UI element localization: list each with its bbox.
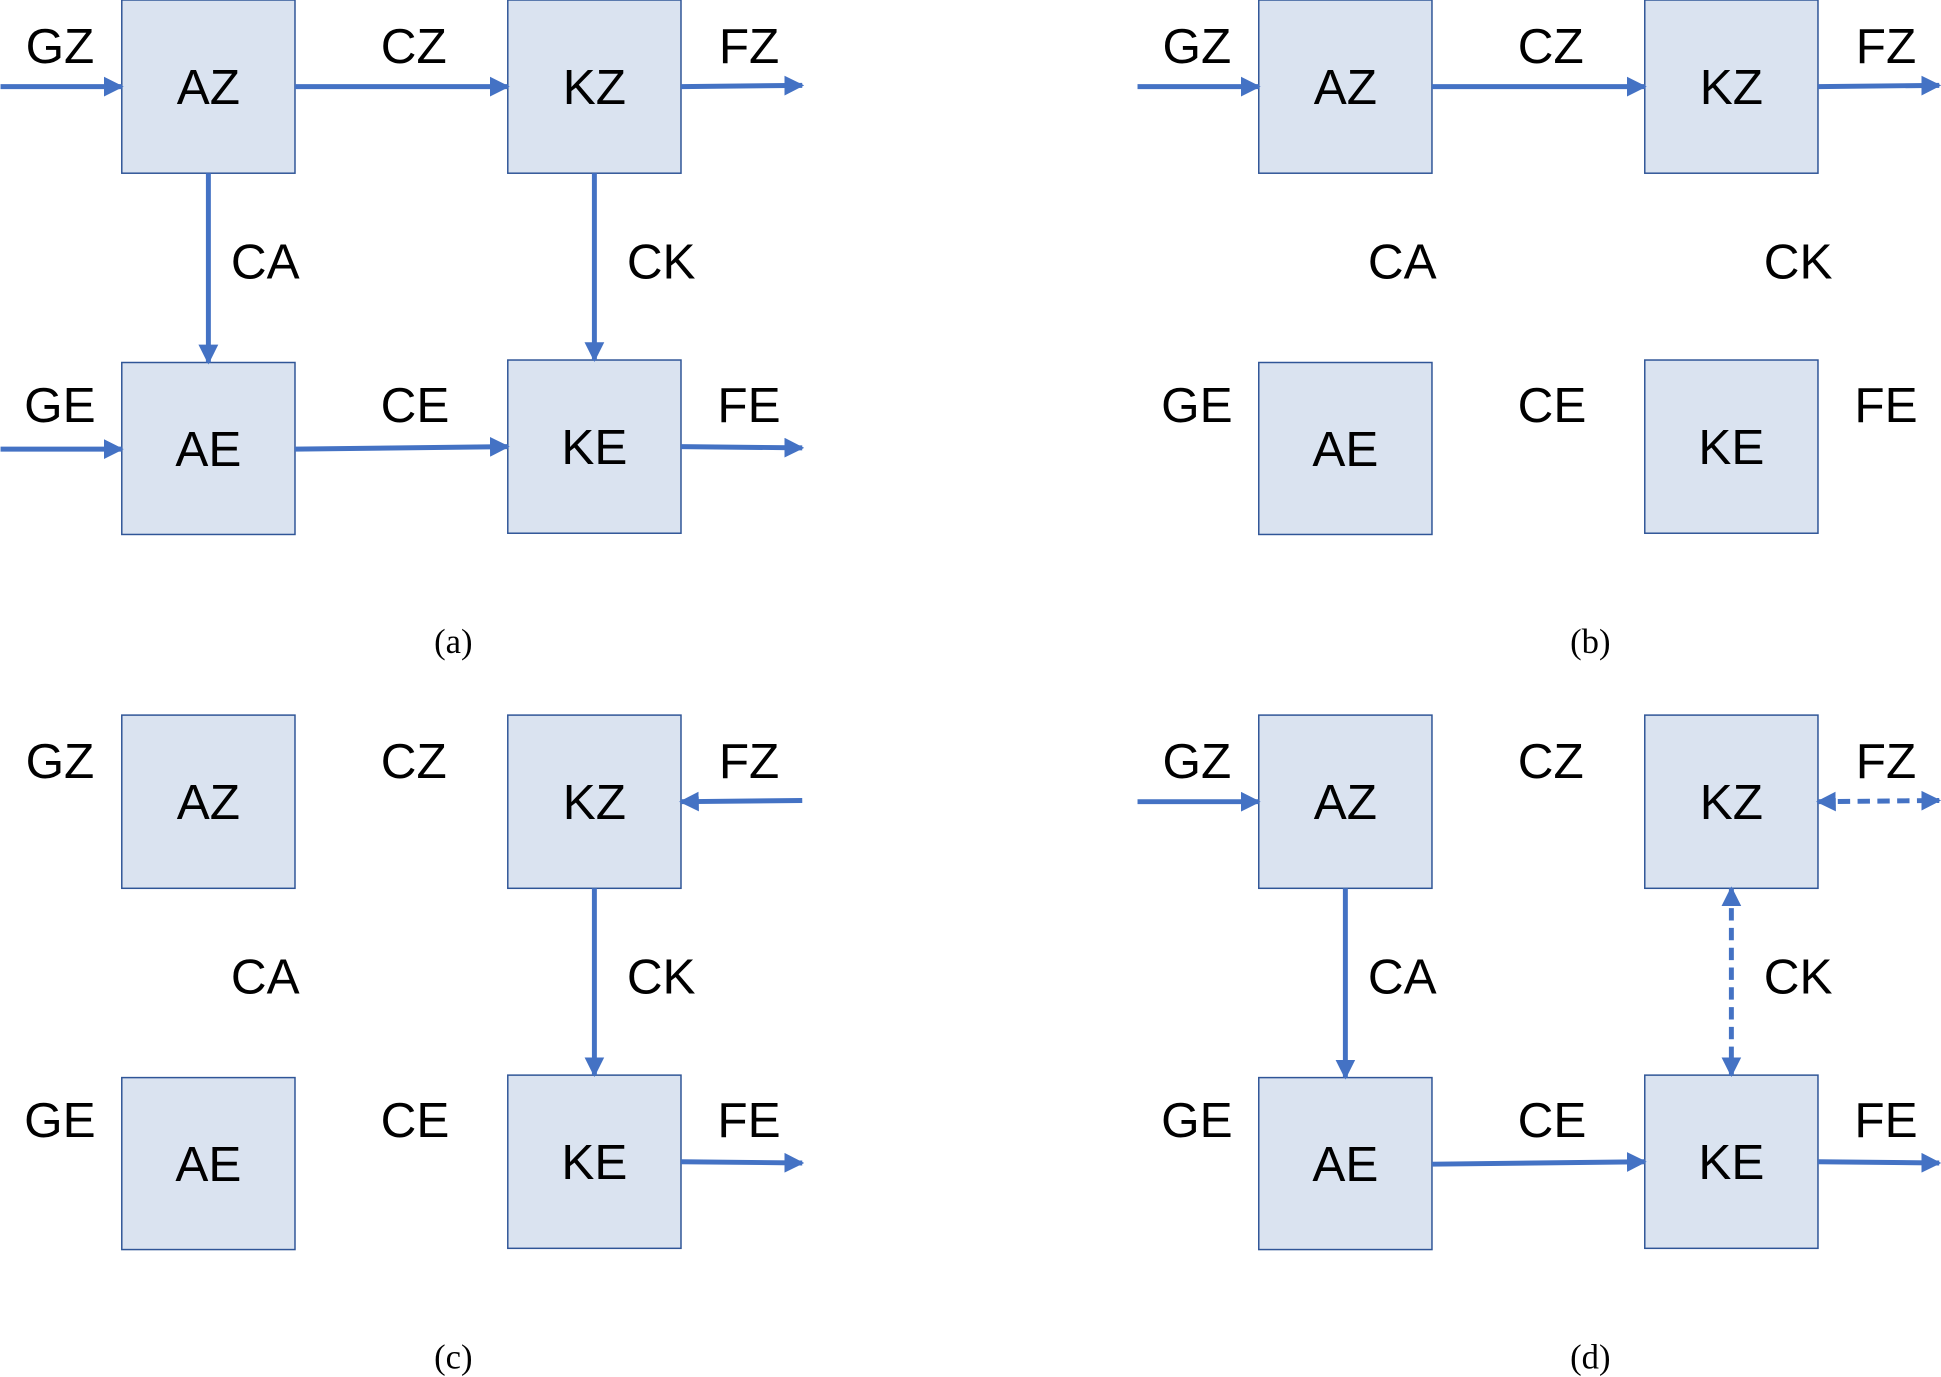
edge-label-ce: CE <box>381 378 450 433</box>
node-label: AZ <box>177 60 240 115</box>
node-box <box>1258 0 1433 174</box>
panel-caption: (d) <box>1570 1338 1610 1376</box>
edge-label-ca: CA <box>231 949 300 1004</box>
edge-label-ck: CK <box>1764 949 1833 1004</box>
arrow-fz <box>1816 790 1941 812</box>
node-ke: KE <box>1644 359 1819 534</box>
edge-label-ck: CK <box>627 949 696 1004</box>
node-label: AE <box>1312 1137 1378 1192</box>
panel-b: AZ KZ AE KE GZ CZ FZ CA CK GE CE FE (b) <box>1137 0 1941 661</box>
arrow-fz <box>679 791 803 812</box>
edge-label-gz: GZ <box>26 19 95 74</box>
node-kz: KZ <box>1644 714 1819 890</box>
edge-label-ca: CA <box>1368 949 1437 1004</box>
edge-label-ck: CK <box>627 234 696 289</box>
node-box <box>507 714 682 890</box>
edge-label-ce: CE <box>1518 378 1587 433</box>
node-box <box>1644 1074 1819 1250</box>
node-label: AZ <box>177 775 240 830</box>
node-az: AZ <box>1258 714 1433 890</box>
node-label: KZ <box>563 775 626 830</box>
node-label: AE <box>175 422 241 477</box>
edge-label-fe: FE <box>717 378 780 433</box>
node-ae: AE <box>1258 1076 1433 1251</box>
edge-label-ca: CA <box>1368 234 1437 289</box>
node-label: AZ <box>1314 775 1377 830</box>
node-box <box>1258 714 1433 890</box>
node-label: KE <box>561 1135 627 1190</box>
node-label: AZ <box>1314 60 1377 115</box>
node-label: AE <box>175 1137 241 1192</box>
edge-label-ce: CE <box>1518 1093 1587 1148</box>
edge-label-fz: FZ <box>719 19 779 74</box>
panel-a: AZ KZ AE KE GZ CZ FZ CA CK GE CE FE (a) <box>0 0 805 661</box>
edge-label-cz: CZ <box>1518 734 1584 789</box>
node-label: KZ <box>563 60 626 115</box>
node-az: AZ <box>121 714 296 890</box>
node-ke: KE <box>507 1074 682 1250</box>
node-az: AZ <box>121 0 296 174</box>
node-ke: KE <box>1644 1074 1819 1250</box>
arrow-fe <box>680 437 805 458</box>
node-label: KZ <box>1700 60 1763 115</box>
edge-label-ge: GE <box>1161 1093 1232 1148</box>
arrow-fe <box>680 1152 805 1173</box>
arrow-fz <box>680 75 805 96</box>
node-box <box>121 1076 296 1251</box>
arrow-ce <box>294 436 510 457</box>
edge-label-ca: CA <box>231 234 300 289</box>
edge-label-fe: FE <box>717 1093 780 1148</box>
arrow-fe <box>1817 1152 1941 1173</box>
node-label: KE <box>1698 1135 1764 1190</box>
node-box <box>507 1074 682 1250</box>
node-box <box>507 359 682 534</box>
panel-c: AZ KZ AE KE GZ CZ FZ CA CK GE CE FE (c) <box>24 714 805 1376</box>
node-az: AZ <box>1258 0 1433 174</box>
arrow-ce <box>1431 1152 1647 1172</box>
node-ke: KE <box>507 359 682 534</box>
edge-label-ge: GE <box>24 378 95 433</box>
edge-label-cz: CZ <box>381 734 447 789</box>
edge-label-ge: GE <box>24 1093 95 1148</box>
node-ae: AE <box>1258 361 1433 536</box>
edge-label-fz: FZ <box>1856 19 1916 74</box>
node-box <box>507 0 682 174</box>
node-box <box>1258 361 1433 536</box>
node-kz: KZ <box>507 0 682 174</box>
panel-caption: (a) <box>434 623 472 661</box>
edge-label-ce: CE <box>381 1093 450 1148</box>
panel-caption: (c) <box>434 1338 472 1376</box>
edge-label-fe: FE <box>1854 1093 1917 1148</box>
edge-label-cz: CZ <box>1518 19 1584 74</box>
edge-label-cz: CZ <box>381 19 447 74</box>
edge-label-gz: GZ <box>1163 19 1232 74</box>
edge-label-fe: FE <box>1854 378 1917 433</box>
node-box <box>121 0 296 174</box>
node-label: KZ <box>1700 775 1763 830</box>
edge-label-ge: GE <box>1161 378 1232 433</box>
edge-label-gz: GZ <box>1163 734 1232 789</box>
node-ae: AE <box>121 1076 296 1251</box>
node-ae: AE <box>121 361 296 536</box>
edge-label-gz: GZ <box>26 734 95 789</box>
node-label: KE <box>561 420 627 475</box>
node-box <box>121 714 296 890</box>
panel-caption: (b) <box>1570 623 1610 661</box>
node-label: AE <box>1312 422 1378 477</box>
arrow-fz <box>1817 75 1941 96</box>
edge-label-fz: FZ <box>719 734 779 789</box>
edge-label-fz: FZ <box>1856 734 1916 789</box>
node-label: KE <box>1698 420 1764 475</box>
node-kz: KZ <box>507 714 682 890</box>
node-kz: KZ <box>1644 0 1819 174</box>
edge-label-ck: CK <box>1764 234 1833 289</box>
panel-d: AZ KZ AE KE GZ CZ FZ CA CK GE CE FE (d) <box>1137 714 1941 1376</box>
node-box <box>1644 714 1819 890</box>
node-box <box>1644 359 1819 534</box>
